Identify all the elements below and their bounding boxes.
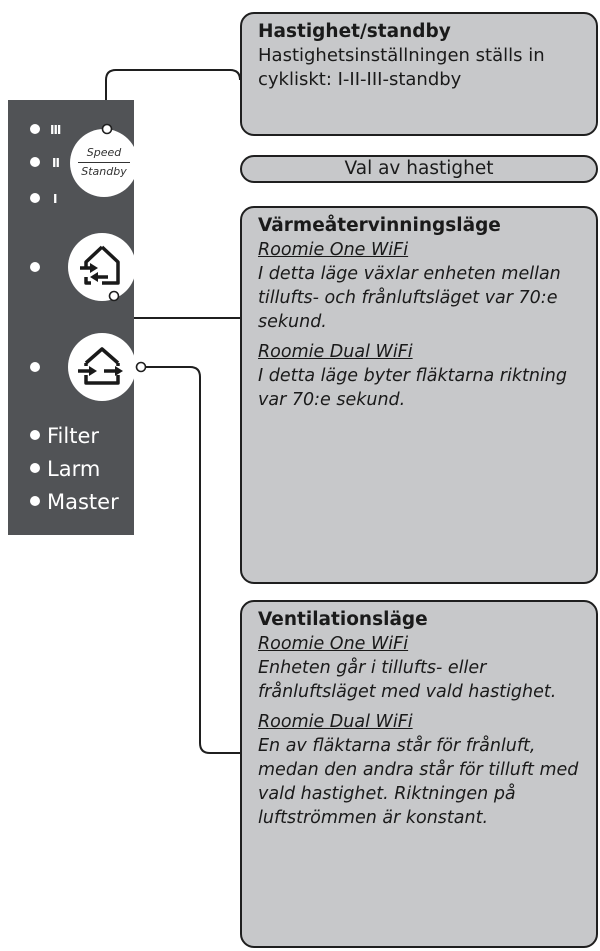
speed-connector-node (101, 123, 113, 135)
speed-standby-button[interactable]: Speed Standby (70, 129, 138, 197)
master-led (30, 496, 40, 506)
speed-level-2-label: II (52, 156, 60, 170)
ventilation-button[interactable] (68, 333, 136, 401)
heat-connector-node (108, 290, 120, 302)
heat-recovery-dual-label: Roomie Dual WiFi (258, 342, 413, 362)
heat-recovery-one-text: I detta läge växlar enheten mellan tillu… (258, 264, 561, 332)
ventilation-title: Ventilationsläge (258, 609, 428, 630)
heat-recovery-button[interactable] (68, 233, 136, 301)
speed-callout-text: Hastighetsinställningen ställs in cyklis… (258, 45, 545, 90)
filter-led (30, 430, 40, 440)
speed-button-label: Speed (86, 146, 122, 159)
ventilation-dual-label: Roomie Dual WiFi (258, 712, 413, 732)
speed-button-divider (78, 162, 130, 163)
ventilation-one-label: Roomie One WiFi (258, 634, 409, 654)
ventilation-led (30, 362, 40, 372)
speed-level-1-label: I (53, 192, 58, 206)
ventilation-connector-node (135, 361, 147, 373)
standby-button-label: Standby (81, 165, 127, 178)
heat-recovery-dual-text: I detta läge byter fläktarna riktning va… (258, 366, 568, 410)
ventilation-dual-text: En av fläktarna står för frånluft, medan… (258, 736, 579, 828)
speed-select-callout: Val av hastighet (240, 155, 598, 183)
filter-label: Filter (47, 424, 100, 448)
speed-led-3 (30, 124, 40, 134)
ventilation-icon (78, 347, 123, 385)
speed-callout: Hastighet/standby Hastighetsinställninge… (240, 12, 598, 136)
speed-level-3-label: III (50, 123, 61, 137)
larm-led (30, 463, 40, 473)
master-label: Master (47, 490, 119, 514)
speed-select-text: Val av hastighet (344, 158, 494, 179)
heat-recovery-callout: Värmeåtervinningsläge Roomie One WiFi I … (240, 206, 598, 584)
heat-recovery-icon (80, 245, 120, 285)
status-filter: Filter (30, 423, 99, 449)
speed-callout-title: Hastighet/standby (258, 21, 451, 42)
vent-connector (141, 366, 240, 754)
status-master: Master (30, 489, 119, 515)
heat-recovery-one-label: Roomie One WiFi (258, 240, 409, 260)
ventilation-callout: Ventilationsläge Roomie One WiFi Enheten… (240, 600, 598, 948)
ventilation-one-text: Enheten går i tillufts- eller frånluftsl… (258, 658, 557, 702)
heat-recovery-led (30, 262, 40, 272)
heat-recovery-title: Värmeåtervinningsläge (258, 215, 501, 236)
speed-led-1 (30, 193, 40, 203)
speed-led-2 (30, 157, 40, 167)
larm-label: Larm (47, 457, 101, 481)
status-larm: Larm (30, 456, 100, 482)
